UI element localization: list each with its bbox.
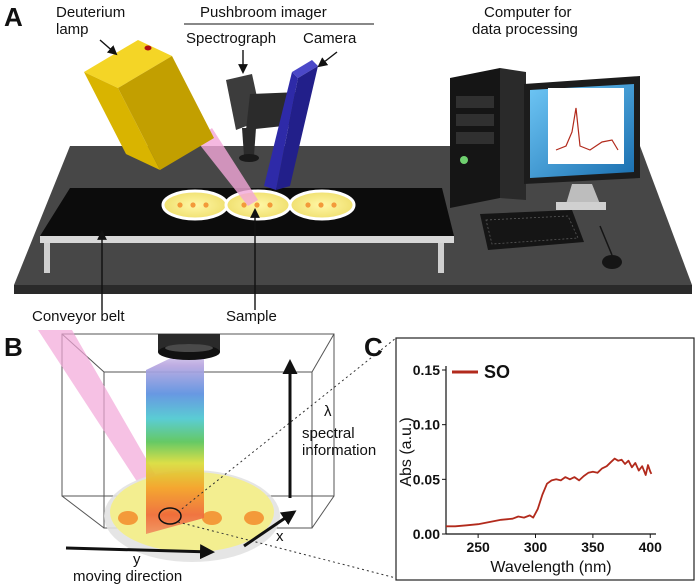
- camera-lens: [158, 334, 220, 360]
- deuterium-lamp: [84, 40, 214, 170]
- x-axis-label: x: [276, 528, 284, 545]
- x-tick-label: 250: [466, 539, 490, 555]
- panel-b-label: B: [4, 332, 23, 362]
- table-front-edge: [14, 285, 692, 294]
- legend-label: SO: [484, 362, 510, 382]
- deuterium-arrow: [99, 39, 118, 56]
- y-tick-label: 0.15: [413, 362, 440, 378]
- conveyor-belt-label: Conveyor belt: [32, 308, 125, 325]
- sample-dishes: [161, 189, 356, 221]
- panel-c-label: C: [364, 332, 383, 362]
- x-tick-label: 300: [524, 539, 548, 555]
- sample-dish-left: [161, 189, 229, 221]
- lambda-symbol: λ: [324, 403, 332, 420]
- keyboard: [480, 210, 584, 250]
- spectral-slice: [146, 342, 204, 534]
- spectral-info-line1: spectral: [302, 425, 355, 442]
- x-tick-label: 350: [581, 539, 605, 555]
- series-line-so: [446, 457, 653, 528]
- computer-label-line2: data processing: [472, 21, 578, 38]
- panel-b: B: [4, 330, 397, 585]
- light-beam: [196, 128, 258, 206]
- x-axis-arrow: [243, 510, 297, 548]
- monitor-mini-plot: [555, 107, 619, 151]
- panel-c: C 0.00 0.05 0.10 0.15 250 300 350 400Wavelength…: [364, 332, 695, 581]
- y-tick-label: 0.10: [413, 417, 440, 433]
- spectral-info-line2: information: [302, 442, 376, 459]
- y-tick-label: 0.00: [413, 526, 440, 542]
- pixel-marker: [158, 507, 182, 525]
- computer-monitor: [524, 76, 640, 210]
- y-axis-label: y: [133, 551, 141, 568]
- spectrograph-label: Spectrograph: [186, 30, 276, 47]
- y-axis-title: Abs (a.u.): [398, 417, 415, 486]
- deuterium-label-line1: Deuterium: [56, 4, 125, 21]
- camera: [264, 60, 318, 190]
- y-axis-arrow: [65, 544, 215, 560]
- mouse: [602, 255, 622, 269]
- pushbroom-imager-label: Pushbroom imager: [200, 4, 327, 21]
- sample-dish-center: [224, 189, 292, 221]
- computer-tower: [450, 68, 526, 208]
- sample-label: Sample: [226, 308, 277, 325]
- y-tick-label: 0.05: [413, 471, 440, 487]
- camera-label: Camera: [303, 30, 357, 47]
- camera-arrow: [317, 51, 338, 68]
- moving-direction-label: moving direction: [73, 568, 182, 585]
- deuterium-label-line2: lamp: [56, 21, 89, 38]
- panel-a-label: A: [4, 2, 23, 32]
- mouse-cable: [599, 225, 613, 256]
- zoom-line-upper: [177, 337, 397, 513]
- computer-label-line1: Computer for: [484, 4, 572, 21]
- x-tick-label: 400: [639, 539, 663, 555]
- panel-a: A: [4, 2, 692, 325]
- x-axis-title: Wavelength (nm): [490, 559, 611, 576]
- sample-dish-right: [288, 189, 356, 221]
